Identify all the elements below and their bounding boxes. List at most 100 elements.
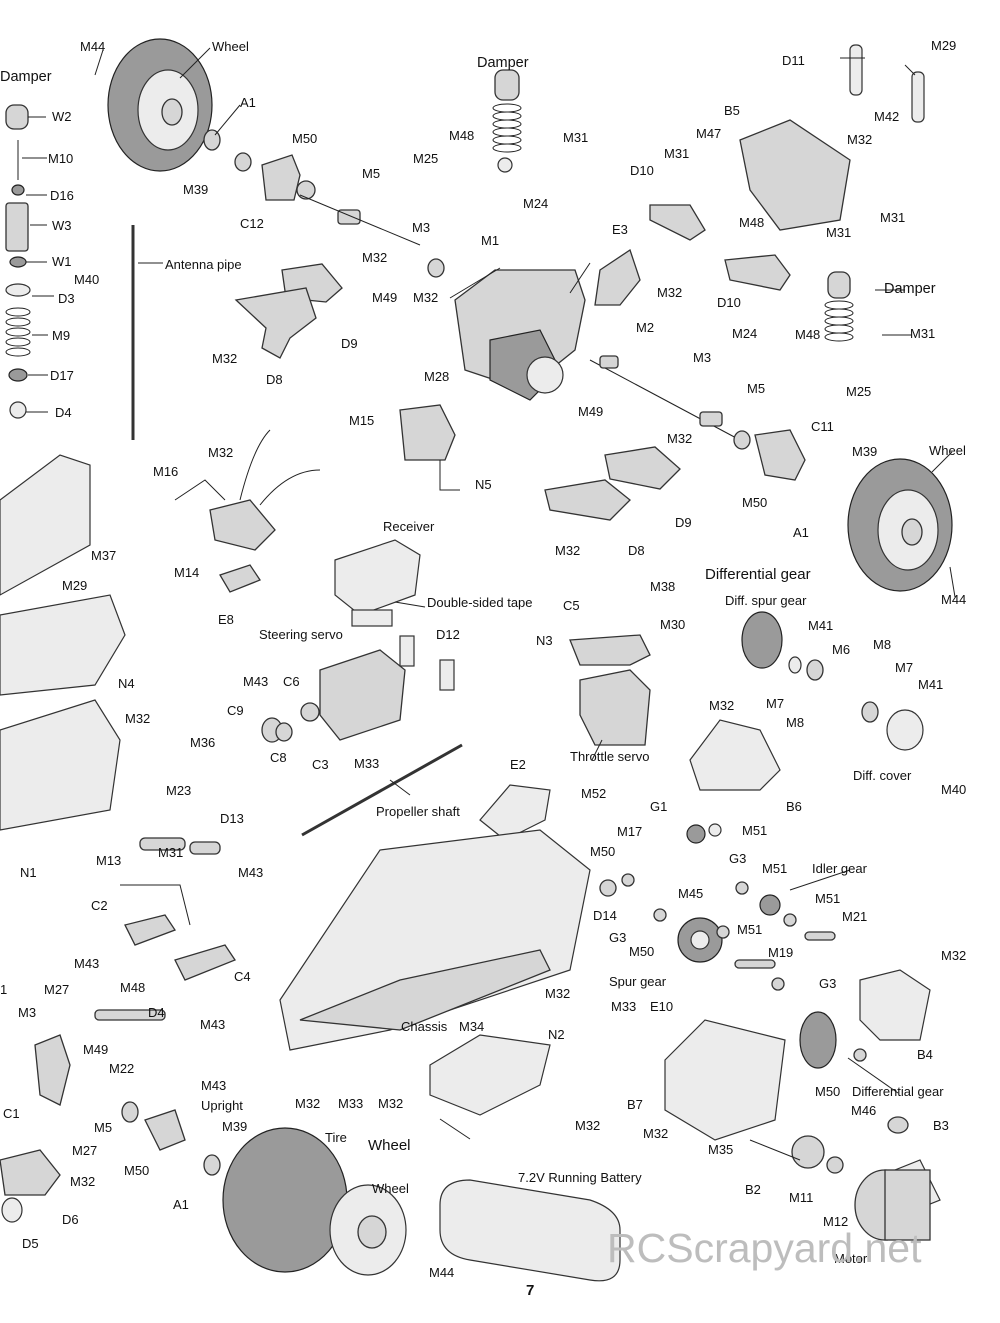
plate-n2 — [429, 1034, 551, 1116]
m31-b5-label: M31 — [880, 210, 906, 225]
d13-label: D13 — [220, 811, 244, 826]
g3-a-label: G3 — [729, 851, 747, 866]
differential-gear-assembly — [741, 611, 924, 751]
m11-label: M11 — [789, 1190, 814, 1205]
m39-right-label: M39 — [852, 444, 878, 459]
d4-label-a: D4 — [55, 405, 72, 420]
m45-label: M45 — [678, 886, 704, 901]
c12-label: C12 — [240, 216, 264, 231]
running-battery — [439, 1179, 621, 1282]
m9-label: M9 — [52, 328, 71, 343]
throttle-servo-label: Throttle servo — [570, 749, 650, 764]
page-number: 7 — [526, 1282, 535, 1299]
m17-label: M17 — [617, 824, 643, 839]
n4-label: N4 — [118, 676, 135, 691]
m10-label: M10 — [48, 151, 74, 166]
w2-label: W2 — [52, 109, 72, 124]
m41-b-label: M41 — [918, 677, 944, 692]
a1-right-label: A1 — [793, 525, 809, 540]
m29-left-label: M29 — [62, 578, 88, 593]
m8-b-label: M8 — [786, 715, 805, 730]
a1-left-label: A1 — [173, 1197, 189, 1212]
gear-cover-b6 — [689, 719, 781, 791]
m32-m1-label: M32 — [413, 290, 439, 305]
m50-right-label: M50 — [742, 495, 768, 510]
d16-label: D16 — [50, 188, 74, 203]
wheel-bottom-label: Wheel — [372, 1181, 409, 1196]
m3-top-label: M3 — [412, 220, 431, 235]
m52-label: M52 — [581, 786, 607, 801]
m12-label: M12 — [823, 1214, 849, 1229]
steering-servo — [261, 635, 455, 743]
d17-label: D17 — [50, 368, 74, 383]
m49-top-label: M49 — [372, 290, 398, 305]
m22-label: M22 — [109, 1061, 135, 1076]
m51-c-label: M51 — [815, 891, 841, 906]
m13-label: M13 — [96, 853, 122, 868]
m48-top-label: M48 — [449, 128, 475, 143]
steering-linkage — [120, 837, 236, 981]
m33-b7-label: M33 — [611, 999, 637, 1014]
m51-d-label: M51 — [737, 922, 763, 937]
m27-a-label: M27 — [44, 982, 70, 997]
m32-wire-label: M32 — [208, 445, 234, 460]
d14-label: D14 — [593, 908, 617, 923]
m32-chassis-b-label: M32 — [378, 1096, 404, 1111]
m33-chassis-label: M33 — [338, 1096, 364, 1111]
d6-label: D6 — [62, 1212, 79, 1227]
b4-label: B4 — [917, 1047, 933, 1062]
d10-bottom-label: D10 — [717, 295, 741, 310]
m32-chassis-r-label: M32 — [545, 986, 571, 1001]
d9-top-label: D9 — [341, 336, 358, 351]
m32-chassis-a-label: M32 — [295, 1096, 321, 1111]
b6-label: B6 — [786, 799, 802, 814]
m14-label: M14 — [174, 565, 200, 580]
m19-label: M19 — [768, 945, 794, 960]
m50-diff-label: M50 — [815, 1084, 841, 1099]
m29-top-label: M29 — [931, 38, 957, 53]
right-damper — [824, 271, 854, 342]
m49-left-label: M49 — [83, 1042, 109, 1057]
n3-label: N3 — [536, 633, 553, 648]
m23-label: M23 — [166, 783, 192, 798]
m43-upright-label: M43 — [201, 1078, 227, 1093]
wheel-top-left-label: Wheel — [212, 39, 249, 54]
front-arm-parts-top — [203, 129, 445, 359]
m50-spur-label: M50 — [629, 944, 655, 959]
diff-cover-label: Diff. cover — [853, 768, 912, 783]
c6-label: C6 — [283, 674, 300, 689]
m32-d9b-label: M32 — [667, 431, 693, 446]
m32-d8b-label: M32 — [555, 543, 581, 558]
m28-label: M28 — [424, 369, 450, 384]
gearbox-m1 — [454, 269, 586, 401]
m44-bottom-label: M44 — [429, 1265, 455, 1280]
w1-label: W1 — [52, 254, 72, 269]
a1-top-label: A1 — [240, 95, 256, 110]
m44-right-label: M44 — [941, 592, 967, 607]
m5-right-label: M5 — [747, 381, 766, 396]
m38-label: M38 — [650, 579, 676, 594]
wheel-right-label: Wheel — [929, 443, 966, 458]
m6-label: M6 — [832, 642, 851, 657]
m48-c4-label: M48 — [120, 980, 146, 995]
m32-b7-label: M32 — [643, 1126, 669, 1141]
chassis-label: Chassis — [401, 1019, 448, 1034]
e2-label: E2 — [510, 757, 526, 772]
m32-n2-label: M32 — [575, 1118, 601, 1133]
b2-label: B2 — [745, 1182, 761, 1197]
propeller-shaft — [301, 743, 463, 837]
m48-b5-label: M48 — [739, 215, 765, 230]
upright-label: Upright — [201, 1098, 243, 1113]
receiver-label: Receiver — [383, 519, 435, 534]
e3-label: E3 — [612, 222, 628, 237]
d8-top-label: D8 — [266, 372, 283, 387]
m1-label: M1 — [481, 233, 500, 248]
m32-b6-label: M32 — [709, 698, 735, 713]
steering-servo-label: Steering servo — [259, 627, 343, 642]
n2-label: N2 — [548, 1027, 565, 1042]
idler-gear-label: Idler gear — [812, 861, 867, 876]
m31-c4-label: M31 — [158, 845, 184, 860]
top-damper — [492, 69, 522, 173]
m44-top-label: M44 — [80, 39, 106, 54]
m32-e3-label: M32 — [657, 285, 683, 300]
